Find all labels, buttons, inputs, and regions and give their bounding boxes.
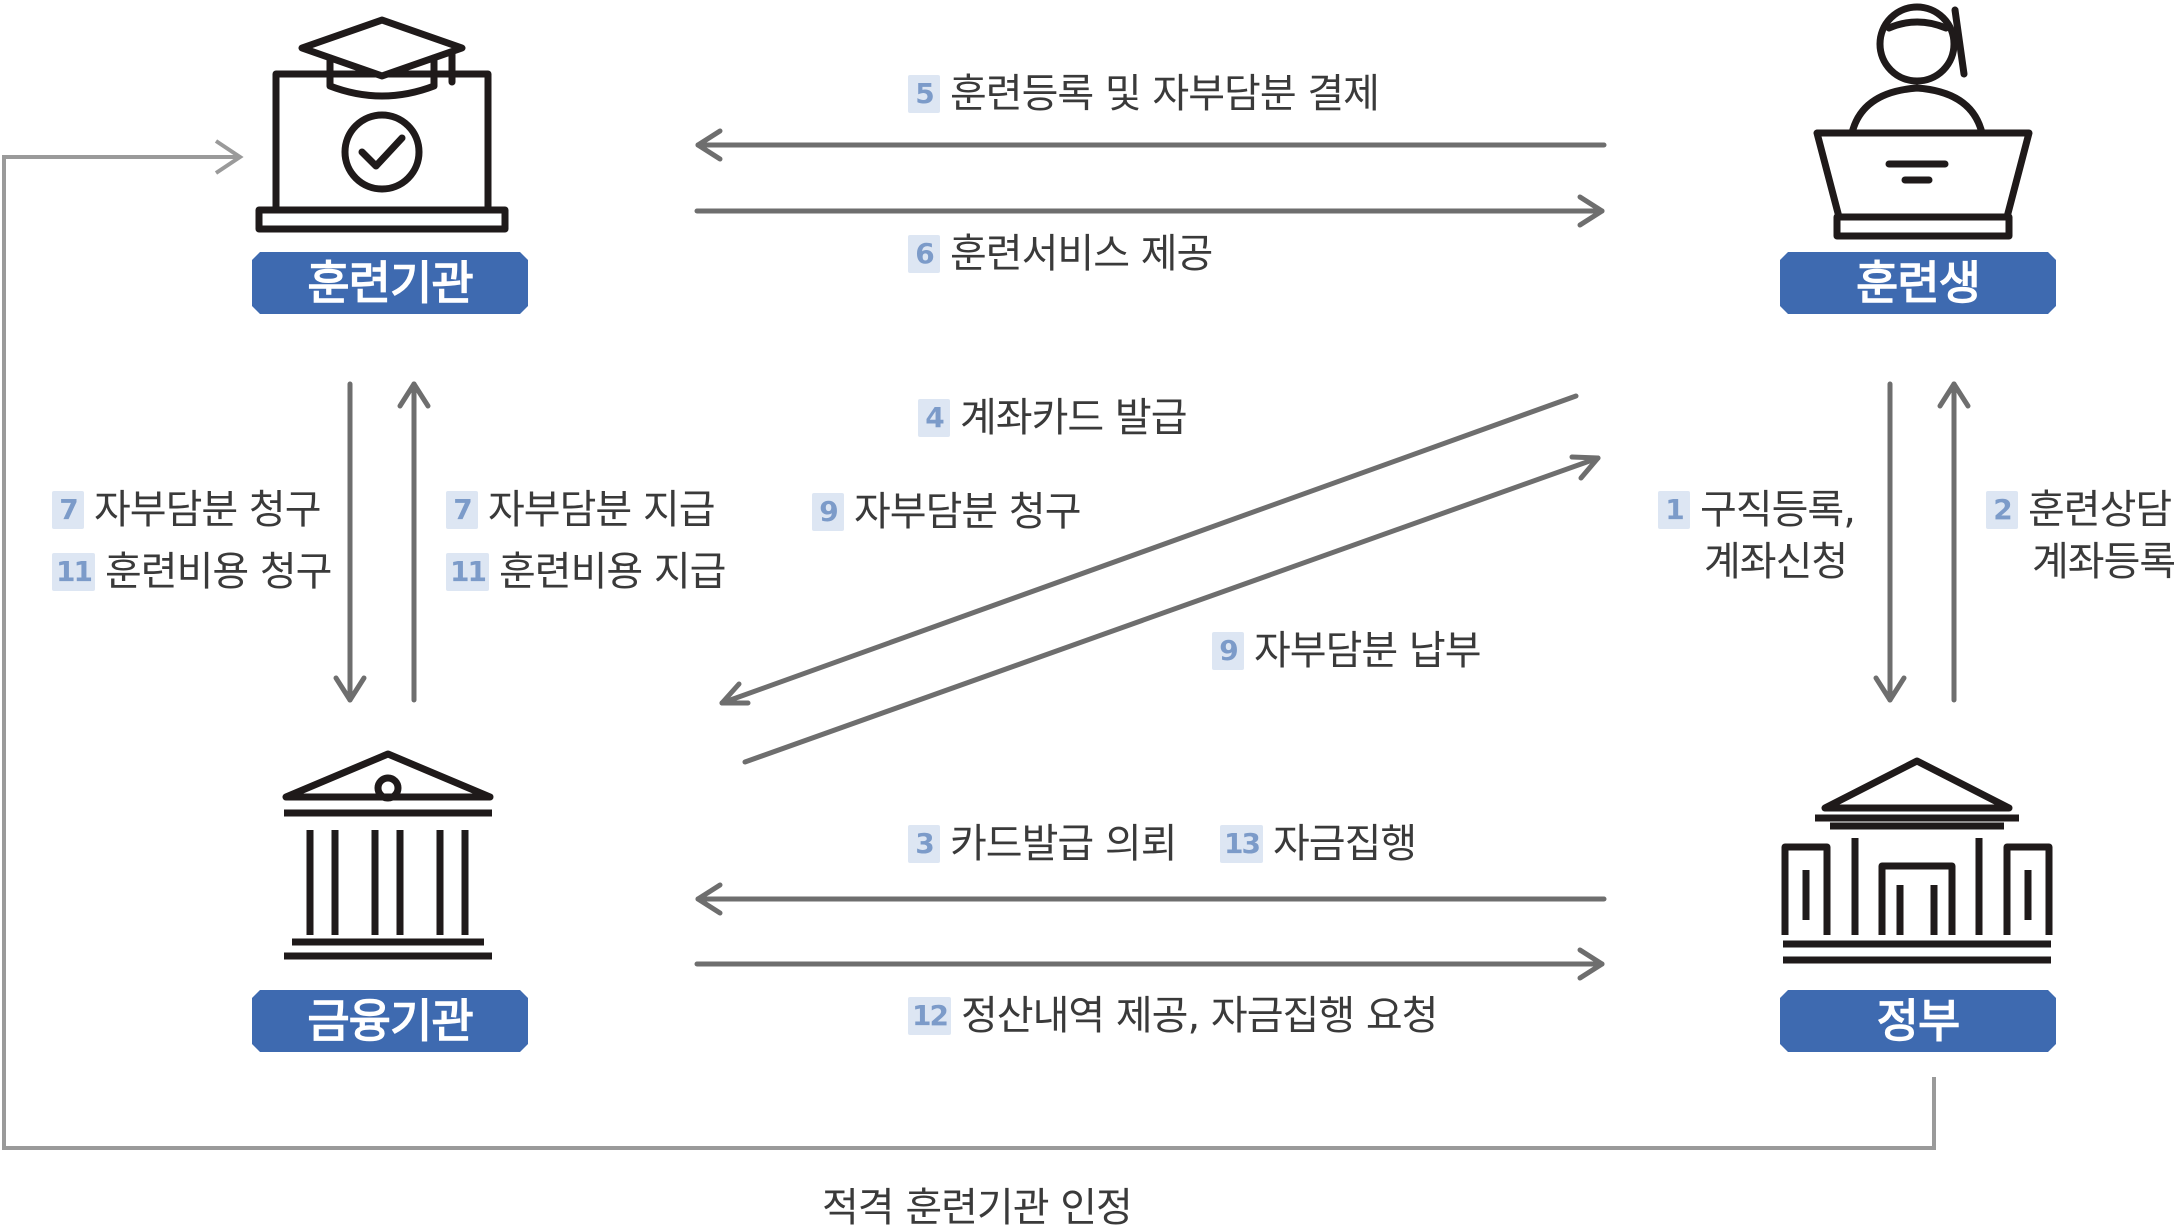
- flow-text: 계좌신청: [1704, 539, 1848, 585]
- step-number-badge: 9: [1212, 632, 1244, 670]
- arrow-card-issue-diagonal: [719, 393, 1579, 706]
- flow-text: 자부담분 납부: [1254, 628, 1482, 674]
- flow-label-4: 4 계좌카드 발급: [918, 394, 1188, 442]
- flow-text: 자부담분 지급: [488, 487, 716, 533]
- flow-label-2: 2 훈련상담, 계좌등록: [1986, 486, 2174, 586]
- flow-label-6: 6 훈련서비스 제공: [908, 230, 1213, 278]
- person-at-laptop-icon: [1813, 3, 2033, 240]
- recognition-caption: 적격 훈련기관 인정: [822, 1185, 1133, 1231]
- step-number-badge: 7: [52, 491, 84, 529]
- flow-label-11-pay: 11 훈련비용 지급: [446, 548, 727, 596]
- flow-text: 자부담분 청구: [854, 489, 1082, 535]
- title-training-institution: 훈련기관: [252, 252, 528, 314]
- step-number-badge: 7: [446, 491, 478, 529]
- government-building-icon: [1781, 757, 2053, 964]
- recognition-loop-arrow: [2, 139, 1936, 1150]
- flow-text: 계좌카드 발급: [960, 395, 1188, 441]
- arrow-trainee-to-gov: [1873, 381, 1907, 703]
- arrow-gov-to-bank: [695, 882, 1607, 916]
- flow-label-11-claim: 11 훈련비용 청구: [52, 548, 333, 596]
- flow-text: 훈련서비스 제공: [950, 231, 1213, 277]
- step-number-badge: 11: [52, 553, 95, 591]
- arrow-payment-to-institution: [695, 128, 1607, 162]
- flow-text: 훈련등록 및 자부담분 결제: [950, 71, 1380, 117]
- flow-text: 계좌등록: [2032, 539, 2174, 585]
- flow-text: 구직등록,: [1700, 487, 1856, 533]
- flow-text: 정산내역 제공, 자금집행 요청: [960, 993, 1438, 1039]
- title-financial-institution: 금융기관: [252, 990, 528, 1052]
- flow-label-13: 13 자금집행: [1220, 820, 1417, 868]
- step-number-badge: 11: [446, 553, 489, 591]
- step-number-badge: 12: [908, 997, 951, 1035]
- arrow-service-to-trainee: [694, 194, 1605, 228]
- bank-building-icon: [282, 750, 494, 960]
- arrow-payment-diagonal: [742, 454, 1601, 765]
- flow-labels-institution-to-bank: 7 자부담분 청구 11 훈련비용 청구: [52, 486, 333, 596]
- title-trainee: 훈련생: [1780, 252, 2056, 314]
- flow-labels-bank-to-institution: 7 자부담분 지급 11 훈련비용 지급: [446, 486, 727, 596]
- title-government: 정부: [1780, 990, 2056, 1052]
- flow-label-7-pay: 7 자부담분 지급: [446, 486, 725, 534]
- flow-label-7-claim: 7 자부담분 청구: [52, 486, 331, 534]
- step-number-badge: 2: [1986, 491, 2018, 529]
- arrow-institution-to-bank: [333, 381, 367, 703]
- graduation-cap-laptop-icon: [255, 16, 509, 233]
- step-number-badge: 5: [908, 75, 940, 113]
- arrow-bank-to-gov: [694, 947, 1605, 981]
- flow-text: 카드발급 의뢰: [950, 821, 1178, 867]
- flow-label-5: 5 훈련등록 및 자부담분 결제: [908, 70, 1380, 118]
- step-number-badge: 3: [908, 825, 940, 863]
- step-number-badge: 9: [812, 493, 844, 531]
- arrow-bank-to-institution: [397, 381, 431, 703]
- flow-label-12: 12 정산내역 제공, 자금집행 요청: [908, 992, 1438, 1040]
- flow-text: 훈련비용 청구: [104, 549, 333, 595]
- step-number-badge: 1: [1658, 491, 1690, 529]
- flow-label-9-claim: 9 자부담분 청구: [812, 488, 1082, 536]
- flow-text: 자금집행: [1272, 821, 1417, 867]
- flow-label-1: 1 구직등록, 계좌신청: [1658, 486, 1856, 586]
- flow-label-9-pay: 9 자부담분 납부: [1212, 627, 1482, 675]
- step-number-badge: 4: [918, 399, 950, 437]
- flow-text: 훈련상담,: [2028, 487, 2174, 533]
- flow-text: 훈련비용 지급: [498, 549, 727, 595]
- step-number-badge: 6: [908, 235, 940, 273]
- flow-label-3: 3 카드발급 의뢰: [908, 820, 1178, 868]
- flow-text: 자부담분 청구: [94, 487, 322, 533]
- arrow-gov-to-trainee: [1937, 381, 1971, 703]
- step-number-badge: 13: [1220, 825, 1263, 863]
